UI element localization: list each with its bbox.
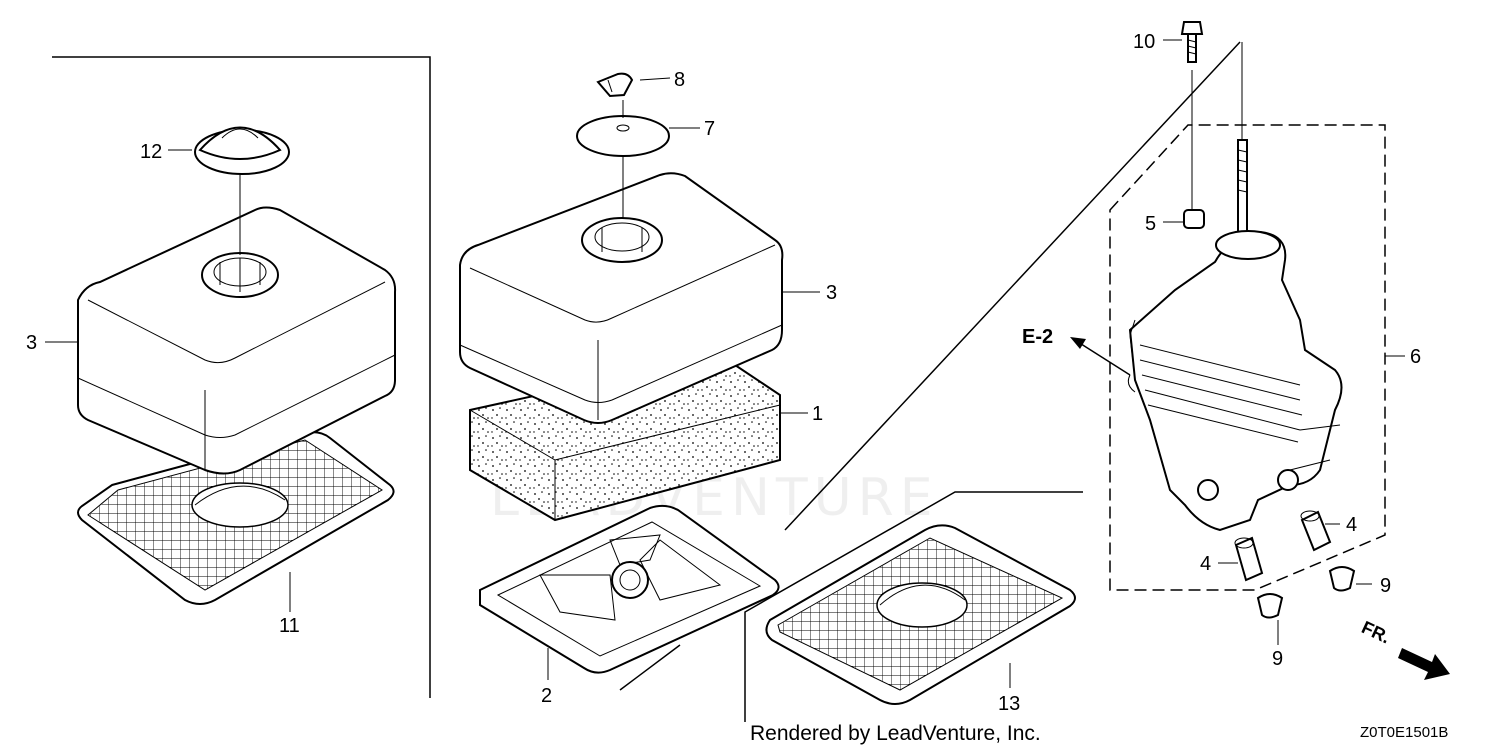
callout-12: 12 bbox=[140, 141, 162, 163]
lower-right-mesh-screen bbox=[765, 524, 1076, 705]
center-clip bbox=[596, 72, 634, 98]
left-air-cleaner-cover bbox=[77, 206, 397, 475]
right-elbow-housing bbox=[1127, 230, 1343, 532]
callout-7: 7 bbox=[704, 118, 715, 140]
center-element-frame bbox=[479, 504, 780, 674]
front-direction-label: FR. bbox=[1359, 617, 1394, 647]
right-rubber-sleeves bbox=[1234, 510, 1332, 582]
center-air-cleaner-cover bbox=[459, 172, 784, 424]
diagonal-guide-upper bbox=[784, 41, 1241, 531]
callout-6: 6 bbox=[1410, 346, 1421, 368]
leader-lines bbox=[45, 39, 1405, 688]
lower-right-bracket bbox=[744, 491, 1083, 722]
rendered-by-credit: Rendered by LeadVenture, Inc. bbox=[750, 722, 1041, 745]
callout-11: 11 bbox=[279, 615, 300, 637]
front-direction-arrow bbox=[1398, 648, 1450, 680]
left-group-bracket bbox=[52, 56, 431, 698]
callout-3-center: 3 bbox=[826, 282, 837, 304]
right-grommets bbox=[1256, 566, 1356, 619]
callout-1: 1 bbox=[812, 403, 823, 425]
callout-5: 5 bbox=[1145, 213, 1156, 235]
left-mesh-screen bbox=[77, 431, 395, 605]
callout-10: 10 bbox=[1133, 31, 1155, 53]
callout-4-right: 4 bbox=[1346, 514, 1357, 536]
left-cap bbox=[194, 126, 290, 175]
callout-3-left: 3 bbox=[26, 332, 37, 354]
right-collar bbox=[1183, 209, 1205, 229]
callout-9-left: 9 bbox=[1272, 648, 1283, 670]
right-bolt bbox=[1180, 21, 1204, 210]
center-washer bbox=[576, 115, 670, 157]
callout-2: 2 bbox=[541, 685, 552, 707]
e2-reference-arrowhead bbox=[1070, 337, 1086, 349]
callout-13: 13 bbox=[998, 693, 1020, 715]
diagram-code: Z0T0E1501B bbox=[1360, 724, 1448, 741]
reference-label-e2: E-2 bbox=[1022, 326, 1053, 348]
callout-4-left: 4 bbox=[1200, 553, 1211, 575]
callout-9-right: 9 bbox=[1380, 575, 1391, 597]
right-dashed-group-box bbox=[1109, 124, 1386, 591]
e2-reference-arrow-line bbox=[1077, 341, 1131, 376]
diagonal-guide-lower bbox=[619, 644, 681, 691]
callout-8: 8 bbox=[674, 69, 685, 91]
